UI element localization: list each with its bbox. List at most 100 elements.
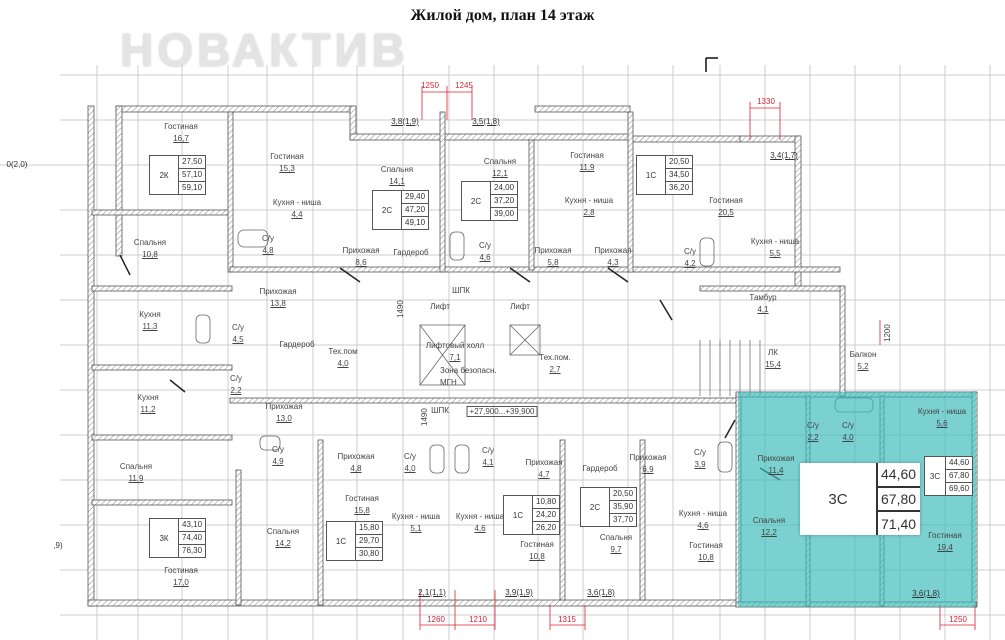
safety-zone-label: Зона безопасн.: [440, 366, 497, 375]
selected-apartment-type: 3С: [800, 463, 878, 535]
area-living: 29,40: [402, 191, 429, 204]
area-with-balcony: 76,30: [182, 546, 203, 555]
dimension-lines: [419, 86, 976, 630]
area-with-balcony: 36,20: [669, 183, 690, 192]
area-living: 20,50: [666, 156, 693, 169]
apartment-type: 2С: [373, 191, 402, 229]
dimension-label: 1250: [949, 615, 967, 624]
area-total: 24,20: [533, 509, 560, 522]
apartment-type: 3К: [150, 519, 179, 557]
dimension-label: 1490: [396, 300, 405, 318]
apartment-type: 2С: [581, 488, 610, 526]
apartment-type: 2К: [150, 156, 179, 194]
area-living: 10,80: [533, 496, 560, 509]
area-with-balcony: 69,60: [949, 484, 970, 493]
safety-zone-label-mgn: МГН: [440, 378, 457, 387]
apartment-type: 1С: [327, 522, 356, 560]
area-total: 29,70: [356, 535, 383, 548]
balcony-area: 3,9(1,9): [505, 588, 533, 597]
area-total: 67,80: [946, 470, 973, 483]
balcony-area: 2,1(1,1): [418, 588, 446, 597]
area-living: 20,50: [610, 488, 637, 501]
selected-area-living: 44,60: [878, 463, 920, 488]
selected-area-with-balcony: 71,40: [881, 515, 917, 532]
selected-apartment-card[interactable]: 3С 44,60 67,80 71,40: [800, 463, 920, 535]
balcony-area: 3,5(1,8): [472, 117, 500, 126]
watermark: НОВАКТИВ: [120, 24, 409, 76]
balcony-area: 0(2,0): [6, 160, 28, 169]
area-total: 35,90: [610, 501, 637, 514]
area-living: 27,50: [179, 156, 206, 169]
apartment-type: 3С: [925, 457, 946, 495]
area-total: 47,20: [402, 204, 429, 217]
area-living: 43,10: [179, 519, 206, 532]
balcony-area: 3,6(1,8): [587, 588, 615, 597]
dimension-label: 1260: [427, 615, 445, 624]
balcony-area: ,9): [53, 541, 63, 550]
selected-area-total: 67,80: [878, 488, 920, 513]
apartment-type: 1С: [637, 156, 666, 194]
dimension-label: 1245: [455, 81, 473, 90]
area-living: 44,60: [946, 457, 973, 470]
area-total: 34,50: [666, 169, 693, 182]
balcony-area: 3,6(1,8): [912, 589, 940, 598]
apartment-type: 1С: [504, 496, 533, 534]
area-with-balcony: 59,10: [182, 183, 203, 192]
fixtures: [119, 229, 874, 481]
dimension-label: 1315: [558, 615, 576, 624]
area-with-balcony: 37,70: [613, 515, 634, 524]
shpk-label: ШПК: [431, 406, 449, 415]
area-total: 57,10: [179, 169, 206, 182]
area-living: 24,00: [491, 182, 518, 195]
page-title: Жилой дом, план 14 этаж: [410, 7, 595, 24]
apartment-type: 2С: [462, 182, 491, 220]
area-with-balcony: 30,80: [359, 549, 380, 558]
area-with-balcony: 26,20: [536, 523, 557, 532]
